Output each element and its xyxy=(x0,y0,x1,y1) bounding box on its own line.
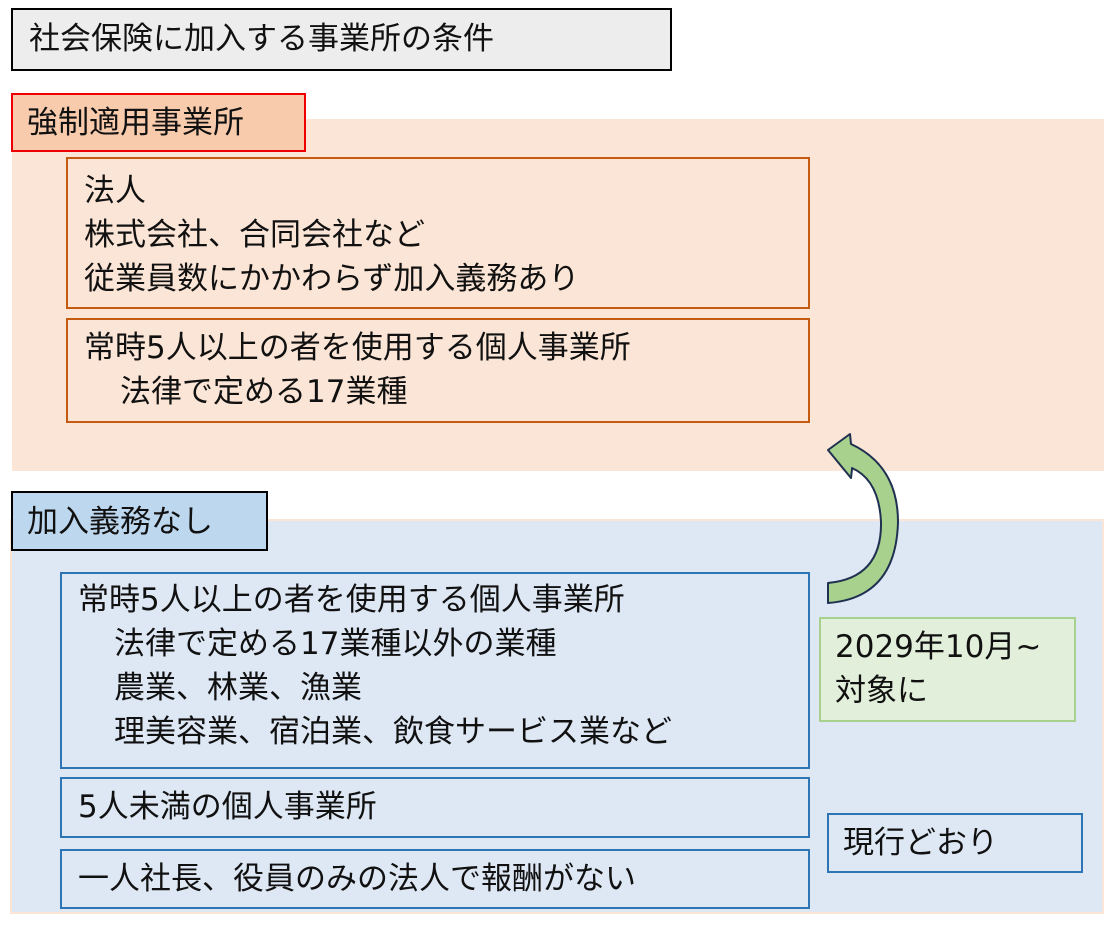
mandatory-section xyxy=(12,119,1104,471)
no-compensation-box: 一人社長、役員のみの法人で報酬がない xyxy=(60,849,810,909)
under-5-box: 5人未満の個人事業所 xyxy=(60,777,810,838)
sole-proprietor-other-box: 常時5人以上の者を使用する個人事業所 法律で定める17業種以外の業種 農業、林業… xyxy=(60,572,810,769)
box-line: 株式会社、合同会社など xyxy=(84,217,425,253)
corporation-box: 法人 株式会社、合同会社など 従業員数にかかわらず加入義務あり xyxy=(66,157,810,309)
mandatory-label: 強制適用事業所 xyxy=(11,93,306,152)
box-line: 農業、林業、漁業 xyxy=(114,670,362,706)
page-title: 社会保険に加入する事業所の条件 xyxy=(11,8,672,71)
box-line: 法人 xyxy=(84,173,146,209)
note-line: 対象に xyxy=(835,673,928,709)
box-line: 法律で定める17業種以外の業種 xyxy=(114,626,557,662)
optional-label: 加入義務なし xyxy=(11,491,268,551)
sole-proprietor-17-box: 常時5人以上の者を使用する個人事業所 法律で定める17業種 xyxy=(66,318,810,423)
note-line: 2029年10月~ xyxy=(835,629,1042,665)
box-line: 常時5人以上の者を使用する個人事業所 xyxy=(78,582,625,618)
box-line: 法律で定める17業種 xyxy=(120,374,408,410)
box-line: 理美容業、宿泊業、飲食サービス業など xyxy=(114,714,672,750)
current-note-box: 現行どおり xyxy=(827,813,1083,873)
box-line: 従業員数にかかわらず加入義務あり xyxy=(84,261,580,297)
box-line: 常時5人以上の者を使用する個人事業所 xyxy=(84,330,631,366)
change-note-box: 2029年10月~ 対象に xyxy=(819,617,1076,722)
